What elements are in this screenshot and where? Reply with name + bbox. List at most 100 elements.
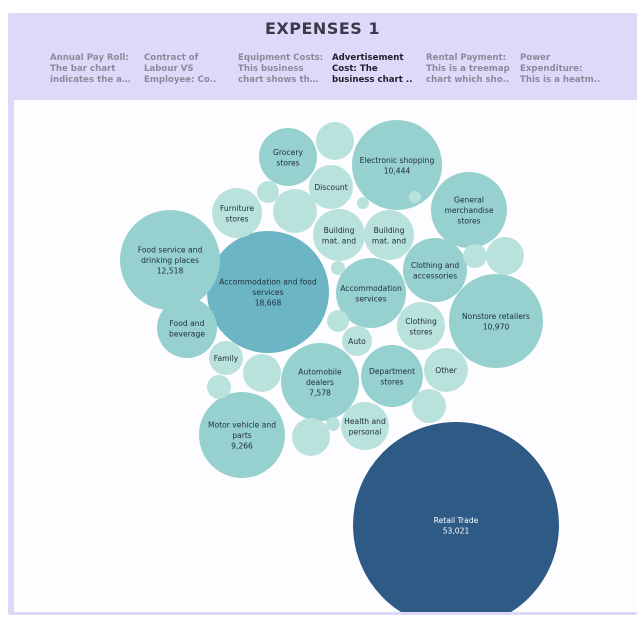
bubble-circle-small-11[interactable]: [326, 417, 340, 431]
dashboard-frame: EXPENSES 1 Annual Pay Roll:The bar chart…: [8, 13, 637, 623]
bubble-circle-small-13[interactable]: [357, 197, 369, 209]
bubble-label-general-merchandise: stores: [457, 217, 480, 226]
bubble-discount[interactable]: Discount: [309, 165, 353, 209]
bubble-circle-small-7[interactable]: [292, 418, 330, 456]
bubble-label-grocery-stores: Grocery: [273, 148, 303, 157]
bubble-circle-small-9[interactable]: [257, 181, 279, 203]
bubble-circle-motor-vehicle-parts[interactable]: [199, 392, 285, 478]
bubble-circle-general-merchandise[interactable]: [431, 172, 507, 248]
bubble-small-1[interactable]: [316, 122, 354, 160]
bubble-circle-other[interactable]: [424, 348, 468, 392]
bubble-value-automobile-dealers: 7,578: [309, 389, 331, 398]
bubble-circle-small-3[interactable]: [486, 237, 524, 275]
bubble-small-11[interactable]: [326, 417, 340, 431]
bubble-label-general-merchandise: merchandise: [444, 206, 493, 215]
bubble-small-6[interactable]: [207, 375, 231, 399]
bubble-circle-small-12[interactable]: [331, 261, 345, 275]
bubble-circle-small-2[interactable]: [273, 189, 317, 233]
bubble-circle-food-beverage[interactable]: [157, 298, 217, 358]
bubble-circle-small-1[interactable]: [316, 122, 354, 160]
bubble-label-automobile-dealers: Automobile: [298, 368, 342, 377]
bubble-other[interactable]: Other: [424, 348, 468, 392]
bubble-circle-small-5[interactable]: [243, 354, 281, 392]
bubble-circle-auto[interactable]: [342, 326, 372, 356]
bubble-small-3[interactable]: [486, 237, 524, 275]
bubble-circle-furniture-stores[interactable]: [212, 188, 262, 238]
bubble-small-5[interactable]: [243, 354, 281, 392]
bubble-circle-grocery-stores[interactable]: [259, 128, 317, 186]
page-title: EXPENSES 1: [265, 19, 380, 38]
bubble-small-7[interactable]: [292, 418, 330, 456]
tab-4-desc2: business chart ..: [332, 75, 413, 85]
bubble-circle-clothing-accessories[interactable]: [403, 238, 467, 302]
bubble-circle-nonstore-retailers[interactable]: [449, 274, 543, 368]
bubble-circle-small-10[interactable]: [327, 310, 349, 332]
bubble-small-10[interactable]: [327, 310, 349, 332]
tab-2-desc2: Employee: Co..: [144, 75, 217, 85]
bubble-circle-accommodation[interactable]: [336, 258, 406, 328]
bubble-value-retail-trade: 53,021: [443, 526, 470, 535]
bubble-circle-automobile-dealers[interactable]: [281, 343, 359, 421]
bubble-circle-health-personal[interactable]: [341, 402, 389, 450]
bubble-label-building-mat-2: Building: [374, 226, 405, 235]
bubble-small-4[interactable]: [463, 244, 487, 268]
bubble-small-8[interactable]: [412, 389, 446, 423]
bubble-auto[interactable]: Auto: [342, 326, 372, 356]
bubble-small-2[interactable]: [273, 189, 317, 233]
bubble-circle-electronic-shopping[interactable]: [352, 120, 442, 210]
bubble-label-motor-vehicle-parts: Motor vehicle and: [208, 421, 276, 430]
bubble-label-discount: Discount: [314, 183, 347, 192]
bubble-value-nonstore-retailers: 10,970: [483, 322, 510, 331]
bubble-circle-building-mat-1[interactable]: [313, 209, 365, 261]
bubble-circle-retail-trade[interactable]: [353, 422, 559, 623]
bubble-label-clothing-stores: Clothing: [405, 317, 437, 326]
bubble-small-14[interactable]: [409, 191, 421, 203]
bubble-small-13[interactable]: [357, 197, 369, 209]
bubble-circle-food-service-drinking[interactable]: [120, 210, 220, 310]
bubble-label-food-service-drinking: drinking places: [141, 256, 199, 265]
bubble-label-accommodation: Accommodation: [340, 284, 402, 293]
bubble-circle-small-14[interactable]: [409, 191, 421, 203]
bubble-circle-small-8[interactable]: [412, 389, 446, 423]
bubble-circle-accommodation-food-services[interactable]: [207, 231, 329, 353]
bubble-circle-small-4[interactable]: [463, 244, 487, 268]
bubble-label-furniture-stores: Furniture: [220, 204, 254, 213]
bubble-label-nonstore-retailers: Nonstore retailers: [462, 312, 530, 321]
bubble-small-12[interactable]: [331, 261, 345, 275]
bubble-circle-department-stores[interactable]: [361, 345, 423, 407]
tab-6-label: Power: [520, 53, 551, 63]
bubble-family[interactable]: Family: [209, 341, 243, 375]
bubble-circle-building-mat-2[interactable]: [364, 210, 414, 260]
bubble-circle-family[interactable]: [209, 341, 243, 375]
bubble-circle-small-6[interactable]: [207, 375, 231, 399]
bubble-circle-discount[interactable]: [309, 165, 353, 209]
bubble-value-electronic-shopping: 10,444: [384, 166, 411, 175]
bubble-label-building-mat-2: mat. and: [372, 236, 406, 245]
bubble-small-9[interactable]: [257, 181, 279, 203]
bubble-circle-clothing-stores[interactable]: [397, 302, 445, 350]
